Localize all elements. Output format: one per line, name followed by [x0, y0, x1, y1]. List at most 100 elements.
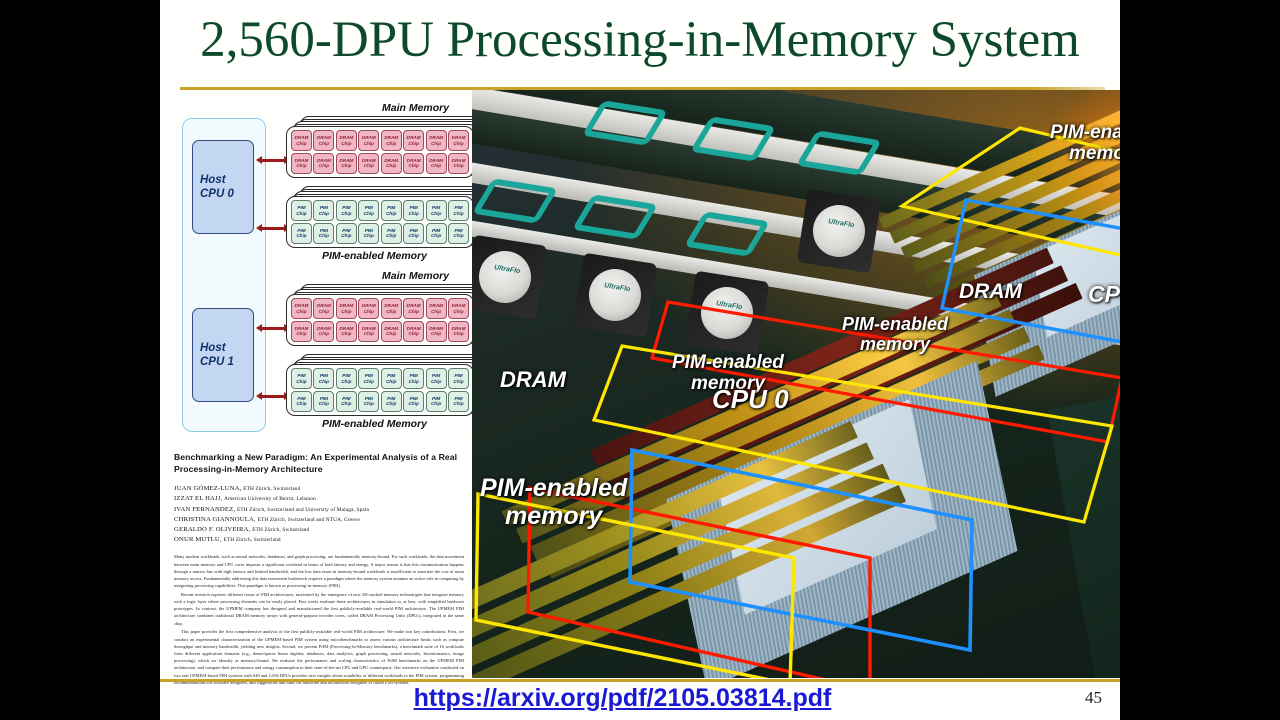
- left-column: Host CPU 0 Host CPU 1: [168, 96, 507, 720]
- slide-canvas: 2,560-DPU Processing-in-Memory System Ho…: [160, 0, 1120, 720]
- bus-host0-main-memory: [256, 156, 290, 165]
- paper-abstract: Many modern workloads, such as neural ne…: [174, 553, 464, 686]
- paper-author: IZZAT EL HAJJ, American University of Be…: [174, 494, 464, 504]
- bottom-divider: [160, 679, 1120, 682]
- fan-brand-label: UltraFlo: [715, 300, 743, 312]
- author-name: IVAN FERNANDEZ,: [174, 505, 238, 513]
- author-name: JUAN GÓMEZ-LUNA,: [174, 485, 244, 493]
- main-memory-1-title: Main Memory: [382, 270, 450, 282]
- pim-memory-1-title: PIM-enabled Memory: [322, 418, 428, 430]
- paper-author-list: JUAN GÓMEZ-LUNA, ETH Zürich, Switzerland…: [174, 484, 464, 545]
- paper-author: ONUR MUTLU, ETH Zürich, Switzerland: [174, 535, 464, 545]
- annotation-pim-bottom-left: PIM-enabled memory: [480, 474, 628, 530]
- paper-paragraph: This paper provides the first comprehens…: [174, 629, 464, 685]
- host-cpu-0-label: Host CPU 0: [200, 173, 234, 200]
- author-name: ONUR MUTLU,: [174, 536, 224, 544]
- author-affiliation: ETH Zürich, Switzerland: [243, 486, 301, 493]
- paper-paragraph: Recent research explores different forms…: [174, 591, 464, 626]
- cooling-fan: UltraFlo: [572, 252, 658, 338]
- paper-url-link[interactable]: https://arxiv.org/pdf/2105.03814.pdf: [413, 684, 832, 712]
- author-name: GERALDO F. OLIVEIRA,: [174, 525, 253, 533]
- author-affiliation: ETH Zürich, Switzerland: [252, 526, 310, 533]
- server-photograph: UltraFlo UltraFlo UltraFlo UltraFlo: [472, 90, 1120, 678]
- fan-brand-label: UltraFlo: [493, 264, 521, 276]
- cooling-fan: UltraFlo: [684, 270, 770, 356]
- author-name: IZZAT EL HAJJ,: [174, 495, 225, 503]
- author-affiliation: ETH Zürich, Switzerland and University o…: [237, 506, 370, 513]
- annotation-cpu1: CPU 1: [1088, 281, 1120, 307]
- paper-author: CHRISTINA GIANNOULA, ETH Zürich, Switzer…: [174, 515, 464, 525]
- bus-host0-pim-memory: [256, 224, 290, 233]
- main-memory-0-title: Main Memory: [382, 102, 450, 114]
- author-affiliation: ETH Zürich, Switzerland and NTUA, Greece: [257, 516, 360, 523]
- paper-paragraph: Many modern workloads, such as neural ne…: [174, 554, 464, 589]
- fan-brand-label: UltraFlo: [827, 218, 855, 230]
- annotation-pim-top-right: PIM-enabled memory: [1050, 122, 1120, 165]
- bus-host1-main-memory: [256, 324, 290, 333]
- author-affiliation: ETH Zürich, Switzerland: [223, 537, 281, 544]
- slide-page-number: 45: [1085, 688, 1102, 707]
- host-cpu-1-label: Host CPU 1: [200, 341, 234, 368]
- annotation-pim-upper-left: PIM-enabled memory: [672, 352, 784, 395]
